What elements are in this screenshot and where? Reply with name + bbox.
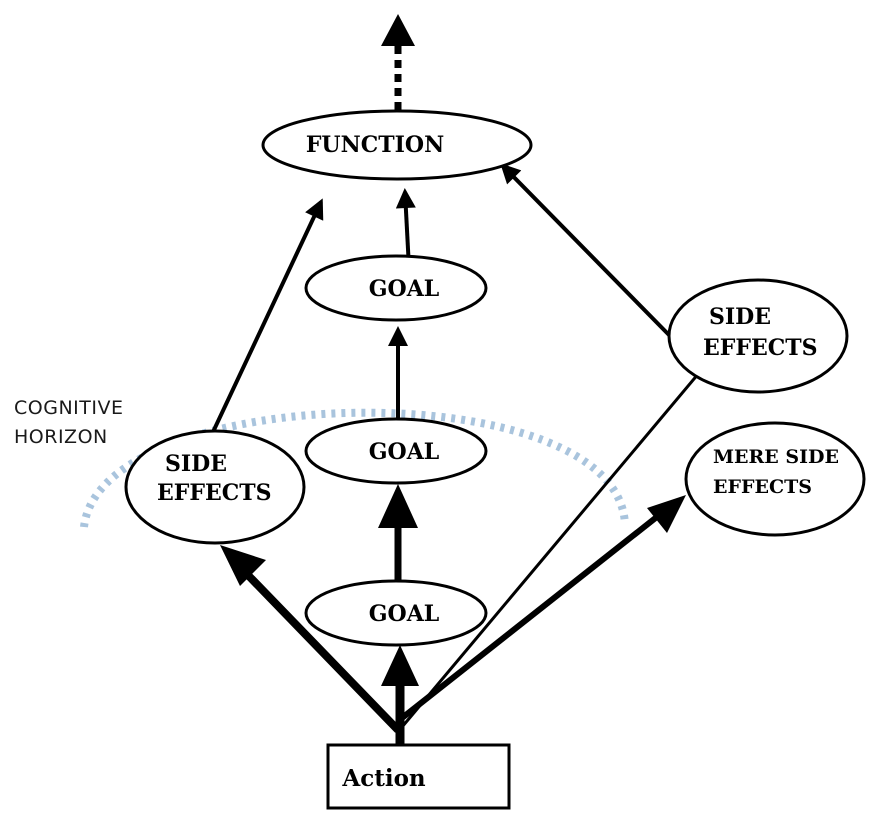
mere-side-effects-label: MERE SIDE EFFECTS xyxy=(713,446,846,498)
arrow-action-to-side-effects-left-head xyxy=(220,545,266,586)
arrow-action-to-mere-side-effects xyxy=(400,513,660,721)
action-node: Action xyxy=(326,743,511,810)
cognitive-horizon-arc xyxy=(80,408,629,528)
function-label: FUNCTION xyxy=(306,132,444,158)
arrow-goal-bottom-to-goal-middle-head xyxy=(378,484,418,528)
side-effects-left-label: SIDE EFFECTS xyxy=(157,451,272,506)
side-effects-left-node: SIDE EFFECTS xyxy=(124,429,306,545)
arrow-side-effects-left-to-function xyxy=(203,198,324,450)
goal-bottom-node: GOAL xyxy=(304,579,488,647)
goal-top-label: GOAL xyxy=(369,276,440,302)
arrow-action-to-mere-side-effects-head xyxy=(647,495,686,533)
goal-middle-node: GOAL xyxy=(304,417,488,485)
goal-middle-label: GOAL xyxy=(369,439,440,465)
cognitive-horizon-label: COGNITIVE HORIZON xyxy=(14,397,130,448)
mere-side-effects-node: MERE SIDE EFFECTS xyxy=(684,421,866,537)
arrow-action-to-side-effects-left xyxy=(242,569,401,733)
goal-bottom-label: GOAL xyxy=(369,601,440,627)
arrow-action-to-side-effects-right xyxy=(400,364,706,728)
goal-top-node: GOAL xyxy=(304,254,488,322)
function-node: FUNCTION xyxy=(261,109,533,181)
arrow-action-to-goal-bottom-head xyxy=(381,645,419,686)
arrow-side-effects-right-to-function xyxy=(500,163,674,340)
function-upward-arrowhead xyxy=(381,14,415,46)
side-effects-right-node: SIDE EFFECTS xyxy=(667,278,849,394)
side-effects-right-label: SIDE EFFECTS xyxy=(703,304,818,361)
action-label: Action xyxy=(341,765,426,792)
